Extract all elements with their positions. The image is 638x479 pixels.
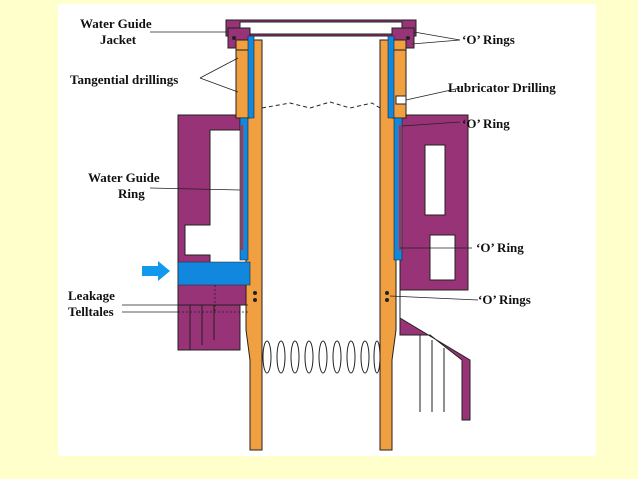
water-guide-ring-seal [241, 125, 401, 250]
leakage-telltale-channels [178, 285, 250, 313]
o-ring-dots [232, 36, 410, 302]
label-o-rings-bottom: ‘O’ Rings [478, 292, 531, 307]
label-water-guide-jacket: Water Guide [80, 16, 152, 31]
label-tangential-drillings: Tangential drillings [70, 72, 178, 87]
label-water-guide-ring-2: Ring [118, 186, 145, 201]
label-water-guide-jacket-2: Jacket [100, 32, 137, 47]
lubricator-drilling-line [261, 101, 381, 109]
lubricator-quill [395, 95, 407, 105]
label-telltales: Telltales [68, 304, 114, 319]
label-leakage: Leakage [68, 288, 115, 303]
label-lubricator-drilling: Lubricator Drilling [448, 80, 556, 95]
label-o-ring-upper: ‘O’ Ring [462, 116, 510, 131]
label-o-rings-top: ‘O’ Rings [462, 32, 515, 47]
scavenge-ports [262, 340, 381, 374]
label-water-guide-ring: Water Guide [88, 170, 160, 185]
cylinder-liner [235, 39, 407, 451]
cooling-water-passages [177, 35, 403, 286]
leader-lines [122, 31, 479, 313]
label-o-ring-lower: ‘O’ Ring [476, 240, 524, 255]
arrow-right-icon [142, 261, 170, 281]
diagram-panel [58, 4, 596, 456]
